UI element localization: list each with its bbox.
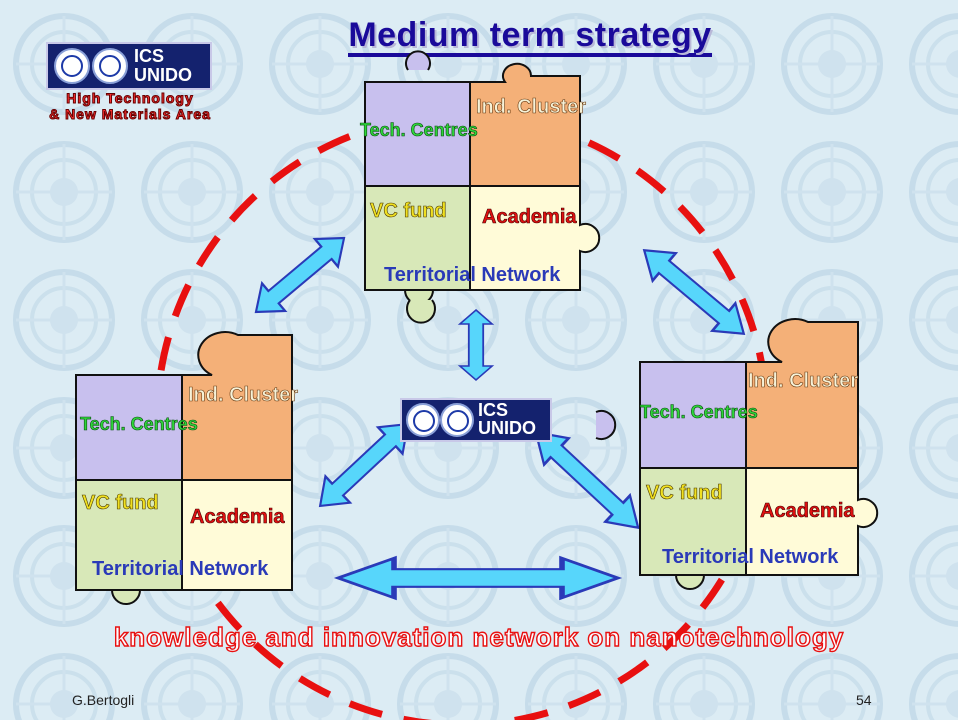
area-line2: & New Materials Area [49,106,211,123]
puzzle-top [364,50,601,324]
area-label: High Technology & New Materials Area [14,90,246,123]
label-tech-centres: Tech. Centres [80,414,198,435]
unido-emblem-icon [92,48,128,84]
unido-emblem-icon [440,403,474,437]
label-vc-fund: VC fund [82,492,159,515]
arrow-bottom [338,558,618,598]
piece-academia [745,467,879,576]
piece-ind-cluster [745,318,859,469]
puzzle-left [75,331,293,605]
arrow-top-left [243,223,357,327]
logo-line2: UNIDO [134,65,192,85]
piece-academia [181,479,293,591]
arrow-top-right [631,235,757,349]
piece-ind-cluster [181,331,293,481]
label-tech-centres: Tech. Centres [640,402,758,423]
title-text: Medium term strategy [348,17,712,57]
piece-academia [469,185,601,291]
label-vc-fund: VC fund [646,482,723,505]
page-title: Medium term strategy [0,16,958,57]
un-emblem-icon [406,403,440,437]
footer-author: G.Bertogli [72,692,135,708]
logo-line1: ICS [478,400,509,420]
un-emblem-icon [54,48,90,84]
logo-line1: ICS [134,46,165,66]
tagline: knowledge and innovation network on nano… [113,621,845,652]
label-territorial-network: Territorial Network [384,264,561,286]
label-ind-cluster: Ind. Cluster [748,370,859,393]
center-ics-unido-logo: ICS UNIDO [400,398,552,442]
area-line1: High Technology [66,90,194,107]
piece-tab [406,299,436,324]
label-academia: Academia [190,506,285,529]
ics-unido-logo: ICS UNIDO [46,42,212,90]
puzzle-right [595,318,879,590]
logo-line2: UNIDO [478,418,536,438]
page-number: 54 [856,692,872,708]
label-territorial-network: Territorial Network [662,546,839,568]
label-ind-cluster: Ind. Cluster [188,384,299,407]
label-vc-fund: VC fund [370,200,447,223]
label-tech-centres: Tech. Centres [360,120,478,141]
label-territorial-network: Territorial Network [92,558,269,580]
piece-tech-centres [364,50,471,187]
piece-ind-cluster [469,62,581,187]
label-academia: Academia [482,206,577,229]
label-academia: Academia [760,500,855,523]
arrow-center-vertical [458,309,494,381]
label-ind-cluster: Ind. Cluster [476,96,587,119]
